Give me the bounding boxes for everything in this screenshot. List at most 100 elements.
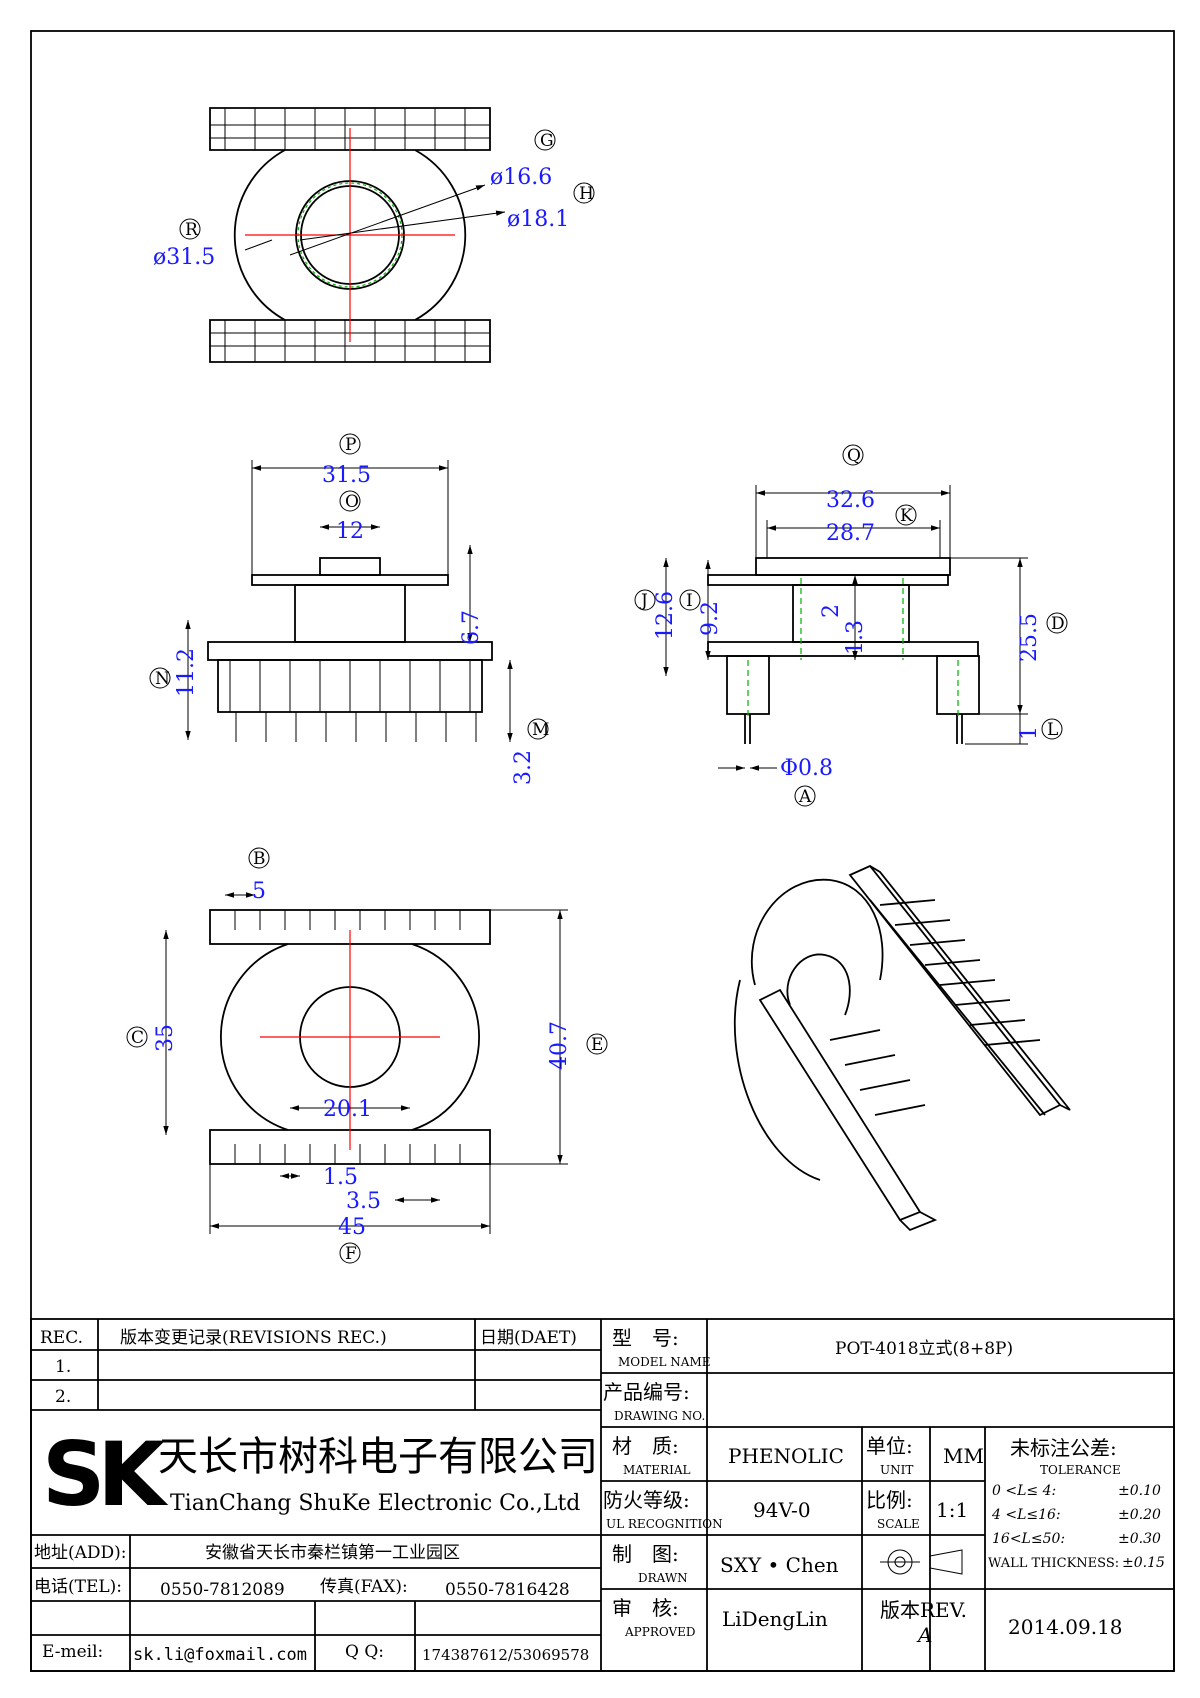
company-name-en: TianChang ShuKe Electronic Co.,Ltd [170, 1491, 580, 1516]
sheet-border [30, 30, 1175, 1672]
callout-H: H [573, 182, 595, 204]
approved-label-cn: 审 核: [612, 1596, 679, 1620]
projection-symbol-icon [880, 1549, 963, 1575]
email-value: sk.li@foxmail.com [133, 1645, 307, 1665]
callout-N: N [149, 667, 171, 689]
rev-header: REC. [40, 1328, 83, 1348]
callout-M: M [527, 718, 549, 740]
unit-value: MM [943, 1444, 984, 1468]
tolerance-range-3: 16<L≤50: [992, 1531, 1065, 1547]
callout-C: C [126, 1026, 148, 1048]
dim-p: 31.5 [322, 463, 371, 488]
drawn-label-cn: 制 图: [612, 1542, 679, 1566]
tel-label: 电话(TEL): [34, 1577, 122, 1597]
dim-20-1: 20.1 [323, 1097, 372, 1122]
svg-text:Q: Q [847, 446, 861, 466]
svg-text:L: L [1047, 720, 1058, 740]
svg-text:R: R [185, 220, 199, 240]
ul-label-cn: 防火等级: [603, 1488, 690, 1512]
dim-phi31-5: ø31.5 [153, 245, 215, 270]
title-block: REC. 版本变更记录(REVISIONS REC.) 日期(DAET) 1. … [30, 1318, 1175, 1672]
dim-6-7: 6.7 [459, 610, 484, 645]
svg-text:F: F [345, 1244, 357, 1264]
tolerance-range-1: 0 <L≤ 4: [992, 1483, 1056, 1499]
svg-text:G: G [540, 131, 554, 151]
callout-I: I [679, 589, 701, 611]
front-view: 31.5 12 11.2 6.7 3.2 P O N M [149, 433, 549, 785]
ul-label-en: UL RECOGNITION [606, 1517, 723, 1531]
rev-desc-header: 版本变更记录(REVISIONS REC.) [120, 1328, 387, 1348]
model-value: POT-4018立式(8+8P) [835, 1339, 1013, 1359]
svg-text:K: K [900, 506, 913, 526]
svg-text:C: C [131, 1028, 144, 1048]
dim-l: 1 [1017, 726, 1042, 740]
rev-row-1: 1. [55, 1357, 71, 1377]
dim-o: 12 [336, 519, 364, 544]
dim-phi16-6: ø16.6 [490, 165, 552, 190]
svg-text:M: M [532, 720, 549, 740]
rev-label: 版本REV. [880, 1598, 967, 1622]
addr-label: 地址(ADD): [34, 1543, 127, 1563]
unit-label-cn: 单位: [866, 1434, 913, 1458]
approved-label-en: APPROVED [624, 1625, 696, 1639]
callout-R: R [179, 218, 201, 240]
tolerance-value-3: ±0.30 [1118, 1531, 1161, 1547]
date-value: 2014.09.18 [1008, 1615, 1123, 1639]
dim-phi18-1: ø18.1 [507, 207, 569, 232]
approved-value: LiDengLin [722, 1607, 828, 1631]
fax-value: 0550-7816428 [445, 1580, 570, 1600]
dim-i: 9.2 [698, 601, 723, 636]
company-logo: SK [42, 1423, 168, 1526]
svg-text:J: J [639, 591, 648, 611]
callout-E: E [586, 1033, 608, 1055]
dim-m: 3.2 [511, 750, 536, 785]
svg-text:P: P [345, 435, 356, 455]
model-label-en: MODEL NAME [618, 1355, 711, 1369]
dim-f: 45 [338, 1215, 366, 1240]
svg-text:D: D [1051, 614, 1065, 634]
callout-D: D [1046, 612, 1068, 634]
addr-value: 安徽省天长市秦栏镇第一工业园区 [205, 1543, 460, 1563]
drawn-value: SXY • Chen [720, 1553, 839, 1577]
dim-3-5: 3.5 [346, 1189, 381, 1214]
svg-text:O: O [345, 492, 359, 512]
drawing-label-cn: 产品编号: [603, 1380, 690, 1404]
callout-G: G [534, 129, 556, 151]
material-value: PHENOLIC [728, 1444, 844, 1468]
dim-1-5: 1.5 [323, 1165, 358, 1190]
scale-label-en: SCALE [877, 1517, 920, 1531]
dim-1-3: 1.3 [843, 620, 868, 655]
callout-O: O [339, 490, 361, 512]
rev-row-2: 2. [55, 1387, 71, 1407]
svg-text:A: A [798, 787, 812, 807]
wall-thickness-value: ±0.15 [1122, 1555, 1165, 1571]
model-label-cn: 型 号: [612, 1326, 679, 1350]
dim-d: 25.5 [1017, 613, 1042, 662]
callout-L: L [1041, 718, 1063, 740]
callout-A: A [794, 785, 816, 807]
dim-n: 11.2 [174, 648, 199, 697]
material-label-en: MATERIAL [623, 1463, 691, 1477]
rev-date-header: 日期(DAET) [480, 1328, 577, 1348]
callout-K: K [895, 504, 917, 526]
callout-F: F [339, 1242, 361, 1264]
dim-e: 40.7 [547, 1021, 572, 1070]
tolerance-range-2: 4 <L≤16: [991, 1507, 1061, 1523]
top-view: ø16.6 ø18.1 ø31.5 G H R [153, 107, 595, 363]
tolerance-value-1: ±0.10 [1118, 1483, 1161, 1499]
company-name-cn: 天长市树科电子有限公司 [158, 1434, 598, 1480]
callout-P: P [339, 433, 361, 455]
callout-B: B [248, 847, 270, 869]
dim-2: 2 [819, 604, 844, 618]
dim-j: 12.6 [653, 591, 678, 640]
dim-k: 28.7 [826, 521, 875, 546]
scale-value: 1:1 [936, 1498, 968, 1522]
rev-value: A [916, 1623, 932, 1647]
callout-Q: Q [842, 444, 864, 466]
svg-text:I: I [686, 591, 693, 611]
dim-b: 5 [252, 879, 266, 904]
scale-label-cn: 比例: [866, 1488, 913, 1512]
tel-value: 0550-7812089 [160, 1580, 285, 1600]
tolerance-label-en: TOLERANCE [1040, 1463, 1121, 1477]
